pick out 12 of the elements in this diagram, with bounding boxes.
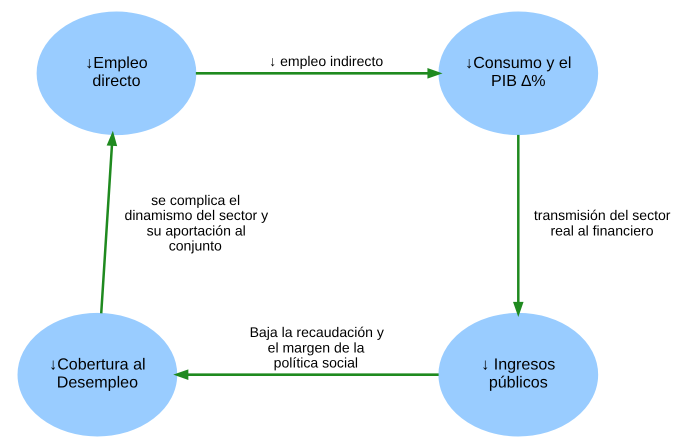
- edge-label: ↓ empleo indirecto: [269, 52, 384, 69]
- arrow: [173, 369, 439, 380]
- edge-label: Baja la recaudación y el margen de la política social: [250, 324, 384, 370]
- node-ellipse: ↓Empleo directo: [36, 12, 196, 136]
- arrow: [196, 68, 443, 79]
- node-ellipse: ↓Consumo y el PIB ∆%: [438, 12, 598, 136]
- edge-label: transmisión del sector real al financiero: [534, 207, 670, 238]
- arrow: [100, 130, 118, 314]
- node-ellipse: ↓Cobertura al Desempleo: [18, 312, 178, 436]
- arrow: [513, 134, 524, 317]
- node-ellipse: ↓ Ingresos públicos: [438, 312, 598, 436]
- edge-label: se complica el dinamismo del sector y su aportación al conjunto: [124, 192, 268, 254]
